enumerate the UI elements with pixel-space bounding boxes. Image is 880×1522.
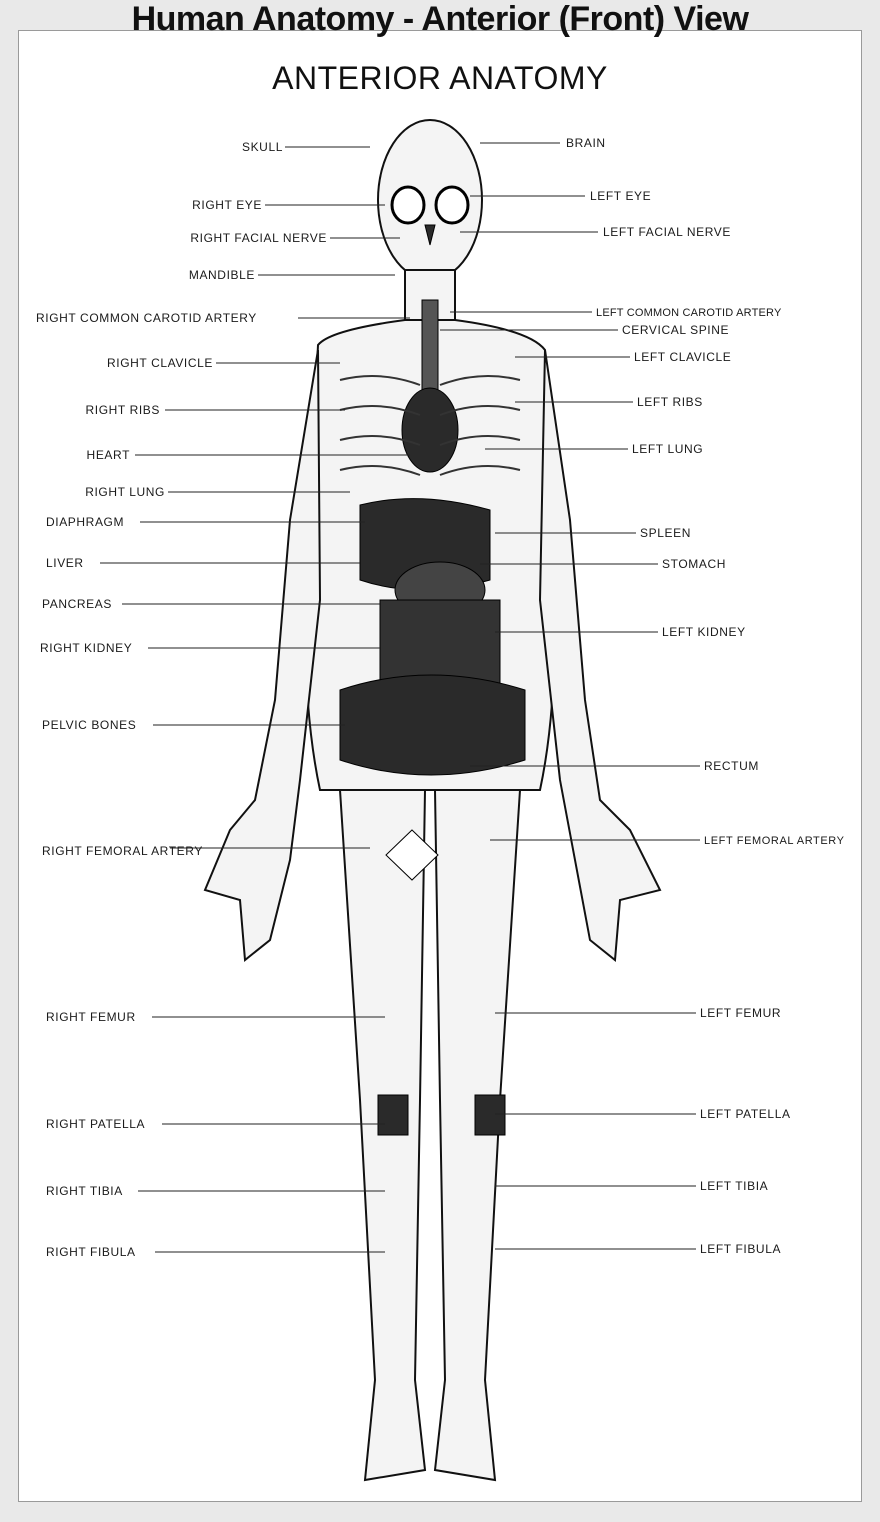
label-right-tibia: RIGHT TIBIA (46, 1184, 123, 1198)
label-right-facial-nerve: RIGHT FACIAL NERVE (190, 231, 327, 245)
label-left-fibula: LEFT FIBULA (700, 1242, 781, 1256)
label-mandible: MANDIBLE (189, 268, 255, 282)
label-skull: SKULL (242, 140, 283, 154)
label-stomach: STOMACH (662, 557, 726, 571)
label-left-patella: LEFT PATELLA (700, 1107, 791, 1121)
label-right-lung: RIGHT LUNG (85, 485, 165, 499)
label-left-eye: LEFT EYE (590, 189, 651, 203)
label-left-lung: LEFT LUNG (632, 442, 703, 456)
label-right-eye: RIGHT EYE (192, 198, 262, 212)
label-left-femur: LEFT FEMUR (700, 1006, 781, 1020)
label-spleen: SPLEEN (640, 526, 691, 540)
label-right-femur: RIGHT FEMUR (46, 1010, 136, 1024)
label-left-kidney: LEFT KIDNEY (662, 625, 746, 639)
label-right-common-carotid-artery: RIGHT COMMON CAROTID ARTERY (36, 311, 257, 325)
label-diaphragm: DIAPHRAGM (46, 515, 124, 529)
label-left-tibia: LEFT TIBIA (700, 1179, 768, 1193)
label-pelvic-bones: PELVIC BONES (42, 718, 136, 732)
label-cervical-spine: CERVICAL SPINE (622, 323, 729, 337)
label-left-ribs: LEFT RIBS (637, 395, 703, 409)
label-right-clavicle: RIGHT CLAVICLE (107, 356, 213, 370)
labels-body-left: BRAIN LEFT EYE LEFT FACIAL NERVE LEFT CO… (566, 136, 845, 1256)
label-liver: LIVER (46, 556, 84, 570)
label-brain: BRAIN (566, 136, 606, 150)
label-left-femoral-artery: LEFT FEMORAL ARTERY (704, 835, 845, 847)
label-heart: HEART (87, 448, 131, 462)
label-left-clavicle: LEFT CLAVICLE (634, 350, 731, 364)
label-right-kidney: RIGHT KIDNEY (40, 641, 132, 655)
label-right-patella: RIGHT PATELLA (46, 1117, 145, 1131)
label-left-common-carotid-artery: LEFT COMMON CAROTID ARTERY (596, 307, 782, 319)
label-rectum: RECTUM (704, 759, 759, 773)
label-left-facial-nerve: LEFT FACIAL NERVE (603, 225, 731, 239)
label-pancreas: PANCREAS (42, 597, 112, 611)
label-right-fibula: RIGHT FIBULA (46, 1245, 136, 1259)
label-right-femoral-artery: RIGHT FEMORAL ARTERY (42, 844, 203, 858)
label-right-ribs: RIGHT RIBS (86, 403, 160, 417)
